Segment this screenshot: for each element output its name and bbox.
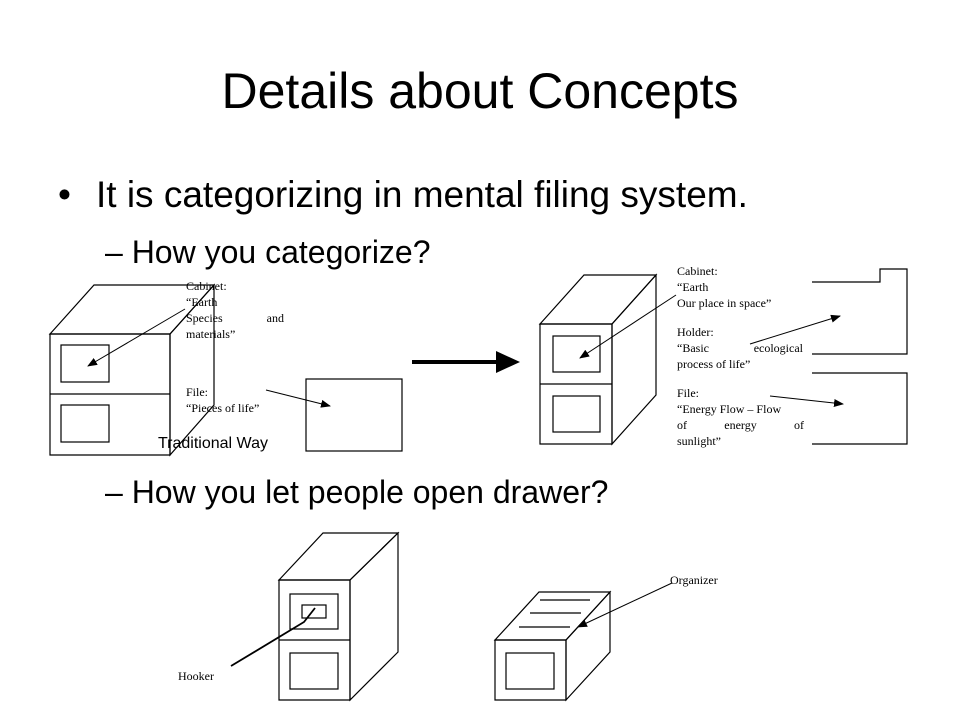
holder-label: Holder: “Basic ecological process of lif… <box>677 324 803 372</box>
traditional-cabinet-label-title: Cabinet: <box>186 279 227 293</box>
traditional-cabinet-label: Cabinet: “Earth Species and materials” <box>186 278 284 342</box>
new-file-label: File: “Energy Flow – Flow of energy of s… <box>677 385 804 449</box>
new-file-folder-icon <box>812 372 908 445</box>
traditional-cabinet-line-3: materials” <box>186 327 236 341</box>
hooker-pointer-line <box>230 607 316 667</box>
new-file-line-3: sunlight” <box>677 434 721 448</box>
organizer-filing-cabinet-icon <box>493 590 612 702</box>
new-cabinet-label-title: Cabinet: <box>677 264 718 278</box>
new-file-arrow <box>769 395 844 407</box>
organizer-arrow <box>577 582 673 628</box>
holder-folder-icon <box>812 268 908 355</box>
hooker-filing-cabinet-icon <box>277 531 400 702</box>
hooker-label: Hooker <box>178 669 214 683</box>
new-cabinet-line-1: “Earth <box>677 280 709 294</box>
holder-arrow <box>749 314 841 345</box>
new-cabinet-label: Cabinet: “Earth Our place in space” <box>677 263 807 311</box>
traditional-cabinet-line-1: “Earth <box>186 295 218 309</box>
holder-label-title: Holder: <box>677 325 714 339</box>
traditional-cabinet-line-2: Species and <box>186 311 284 325</box>
holder-line-1: “Basic ecological <box>677 341 803 355</box>
traditional-way-caption: Traditional Way <box>158 435 268 452</box>
traditional-cabinet-arrow <box>87 308 186 367</box>
traditional-file-arrow <box>265 389 331 408</box>
new-file-line-2: of energy of <box>677 418 804 432</box>
transition-arrow-right-icon <box>412 351 520 373</box>
slide-title: Details about Concepts <box>221 63 739 119</box>
new-file-line-1: “Energy Flow – Flow <box>677 402 782 416</box>
traditional-file-label-title: File: <box>186 385 209 399</box>
main-bullet: • It is categorizing in mental filing sys… <box>58 172 748 218</box>
bullet-marker: • <box>58 174 71 215</box>
new-cabinet-arrow <box>579 294 677 359</box>
new-file-label-title: File: <box>677 386 700 400</box>
holder-line-2: process of life” <box>677 357 751 371</box>
traditional-file-line-1: “Pieces of life” <box>186 401 260 415</box>
main-bullet-text: It is categorizing in mental filing syst… <box>96 174 748 215</box>
sub-bullet-categorize: – How you categorize? <box>105 234 431 270</box>
sub-bullet-open-drawer: – How you let people open drawer? <box>105 474 609 510</box>
new-cabinet-line-2: Our place in space” <box>677 296 772 310</box>
new-filing-cabinet-icon <box>538 273 658 446</box>
organizer-label: Organizer <box>670 573 718 587</box>
traditional-file-label: File: “Pieces of life” <box>186 384 286 416</box>
traditional-filing-cabinet-icon <box>48 283 216 457</box>
traditional-file-folder-icon <box>305 378 403 452</box>
